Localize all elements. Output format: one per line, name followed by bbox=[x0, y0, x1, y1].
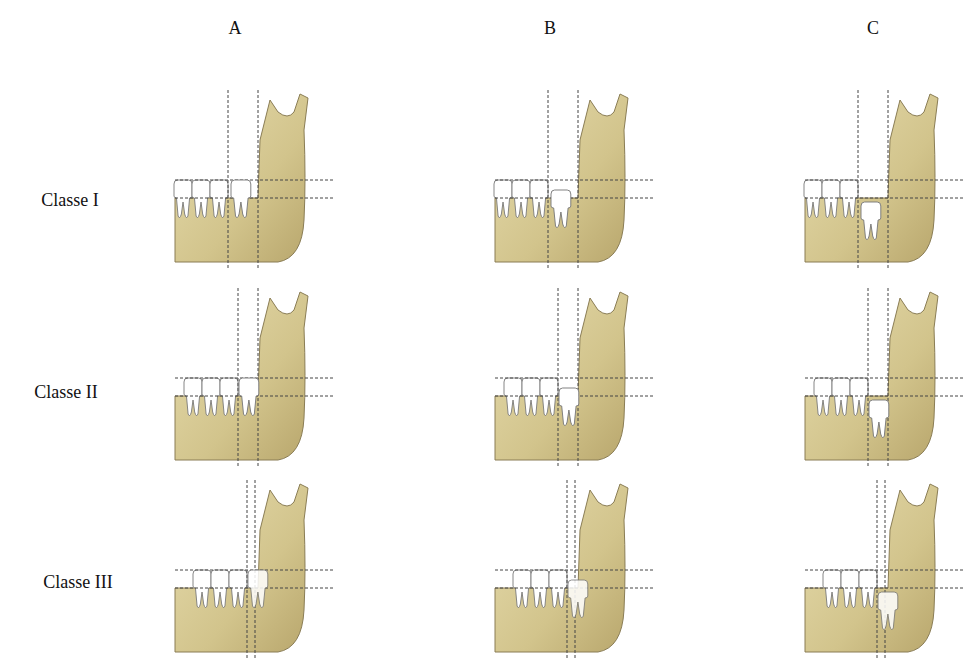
column-heading: C bbox=[867, 18, 879, 39]
row-heading: Classe III bbox=[43, 572, 112, 593]
column-heading: B bbox=[544, 18, 556, 39]
row-heading: Classe II bbox=[34, 382, 97, 403]
column-heading: A bbox=[229, 18, 242, 39]
row-heading: Classe I bbox=[41, 190, 99, 211]
